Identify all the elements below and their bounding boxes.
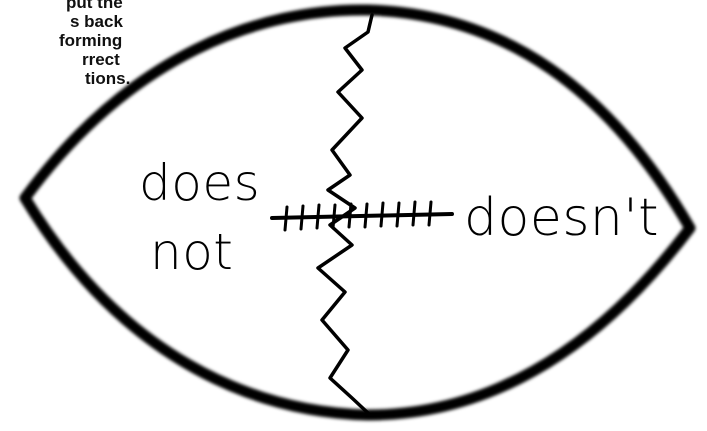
instruction-line: s back [70, 12, 110, 31]
instruction-line: tions. [85, 69, 110, 88]
left-word-not: not [150, 223, 233, 281]
instruction-line: forming [59, 31, 110, 50]
right-word-contraction: doesn't [464, 188, 659, 248]
lace-stitches [272, 202, 452, 230]
left-word-does: does [139, 154, 260, 212]
instruction-line: rrect [82, 50, 110, 69]
instruction-line: put the [66, 0, 110, 12]
instruction-text: put the s back forming rrect tions. [0, 0, 110, 88]
